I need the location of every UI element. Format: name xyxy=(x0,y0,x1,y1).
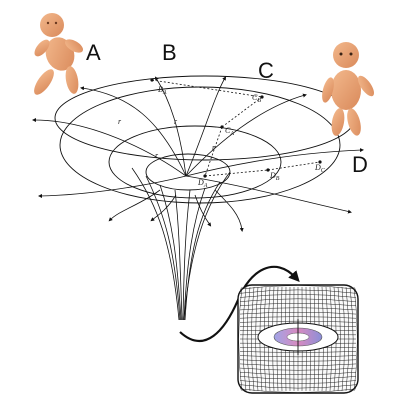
field-line xyxy=(150,194,177,222)
label-d: D xyxy=(352,152,368,177)
field-line xyxy=(154,76,187,177)
field-line xyxy=(214,189,244,232)
label-db: DB xyxy=(269,171,280,182)
radius-label-1: r xyxy=(118,117,122,126)
label-ba: BA xyxy=(158,85,167,96)
point-dc xyxy=(318,160,322,164)
radius-labels: r r r r xyxy=(118,117,216,160)
point-markers xyxy=(150,78,322,178)
point-db xyxy=(266,168,270,172)
label-dc: DC xyxy=(314,163,326,174)
funnel-neck xyxy=(131,167,231,321)
point-da xyxy=(203,174,207,178)
field-line xyxy=(185,93,307,177)
dashed-lines xyxy=(151,79,321,177)
point-labels: BA CB CA DA DB DC xyxy=(158,85,326,189)
field-line xyxy=(194,194,212,227)
top-arc-ring xyxy=(54,75,356,161)
baby-doll-icon xyxy=(322,42,375,136)
field-line xyxy=(185,148,364,177)
label-c: C xyxy=(258,58,274,83)
radius-label-3: r xyxy=(212,143,216,152)
label-b: B xyxy=(162,40,177,65)
point-cb xyxy=(260,95,264,99)
field-line xyxy=(32,118,187,177)
middle-ring xyxy=(108,125,282,199)
field-line xyxy=(38,175,187,198)
field-line xyxy=(185,175,352,214)
field-line xyxy=(80,86,187,177)
baby-doll-icon xyxy=(34,13,84,95)
label-da: DA xyxy=(197,178,208,189)
field-lines xyxy=(32,76,364,232)
radius-label-2: r xyxy=(174,117,178,126)
label-a: A xyxy=(86,40,101,65)
point-ba xyxy=(150,78,154,82)
radius-label-4: r xyxy=(155,151,159,160)
point-ca xyxy=(220,125,224,129)
label-ca: CA xyxy=(225,126,234,137)
torus-wireframe xyxy=(237,284,359,394)
field-line xyxy=(108,189,161,222)
label-cb: CB xyxy=(252,93,261,104)
field-line xyxy=(185,76,227,177)
